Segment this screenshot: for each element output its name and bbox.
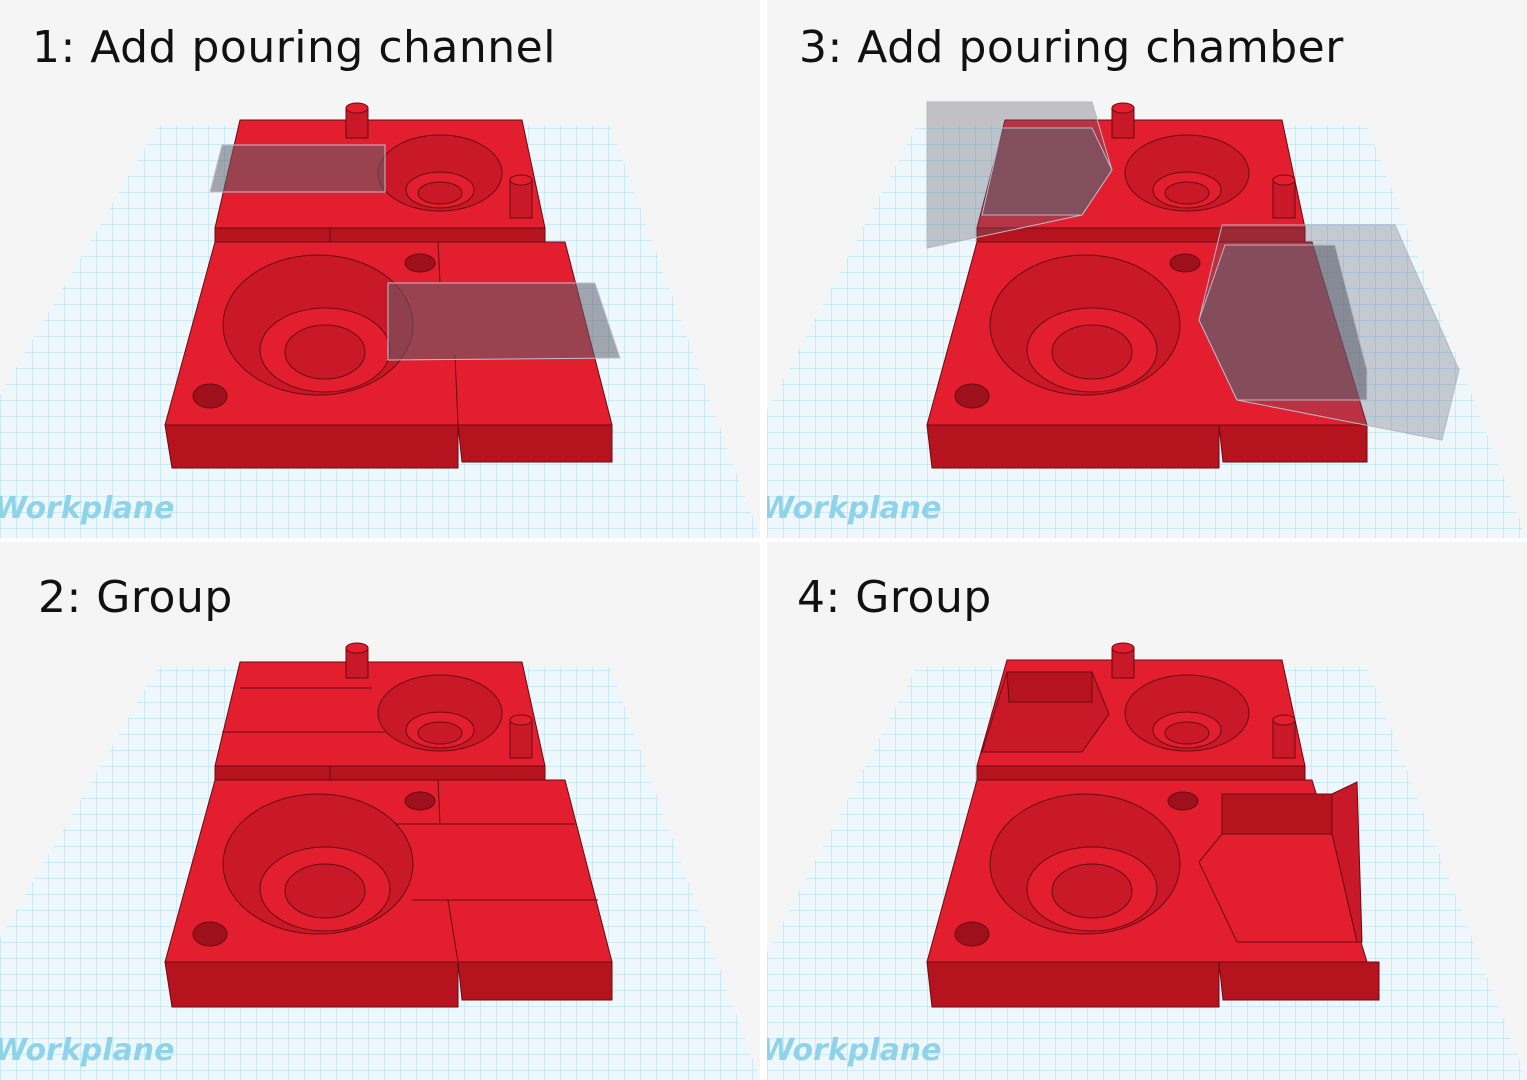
viewport-step-4[interactable]: Workplane: [767, 542, 1527, 1080]
panel-step-2: Workplane: [0, 542, 760, 1080]
viewport-step-3[interactable]: Workplane: [767, 0, 1527, 538]
panel-step-1: Workplane 1:: [0, 0, 760, 538]
workplane-label: Workplane: [0, 491, 175, 526]
panel-step-4: Workplane 4: Group: [767, 542, 1527, 1080]
step-title: 1: Add pouring channel: [32, 22, 556, 73]
grouped-mold-half-back[interactable]: [214, 642, 546, 781]
viewport-step-2[interactable]: Workplane: [0, 542, 760, 1080]
step-title: 3: Add pouring chamber: [799, 22, 1344, 73]
pouring-channel-hole[interactable]: [209, 144, 386, 193]
workplane-label: Workplane: [767, 491, 942, 526]
panel-step-3: Workplane: [767, 0, 1527, 538]
workplane-label: Workplane: [0, 1033, 175, 1068]
step-title: 2: Group: [38, 572, 233, 623]
grouped-mold-half-back[interactable]: [976, 642, 1306, 781]
viewport-step-1[interactable]: Workplane: [0, 0, 760, 538]
pouring-channel-hole-front[interactable]: [387, 282, 621, 361]
panel-divider-horizontal: [0, 538, 1527, 542]
grouped-mold-half-front[interactable]: [926, 779, 1380, 1008]
workplane-label: Workplane: [767, 1033, 942, 1068]
step-title: 4: Group: [797, 572, 992, 623]
grouped-mold-half-front[interactable]: [164, 779, 613, 1008]
pouring-chamber-hole-front[interactable]: [1198, 224, 1460, 441]
pouring-chamber-hole-back[interactable]: [926, 101, 1113, 249]
